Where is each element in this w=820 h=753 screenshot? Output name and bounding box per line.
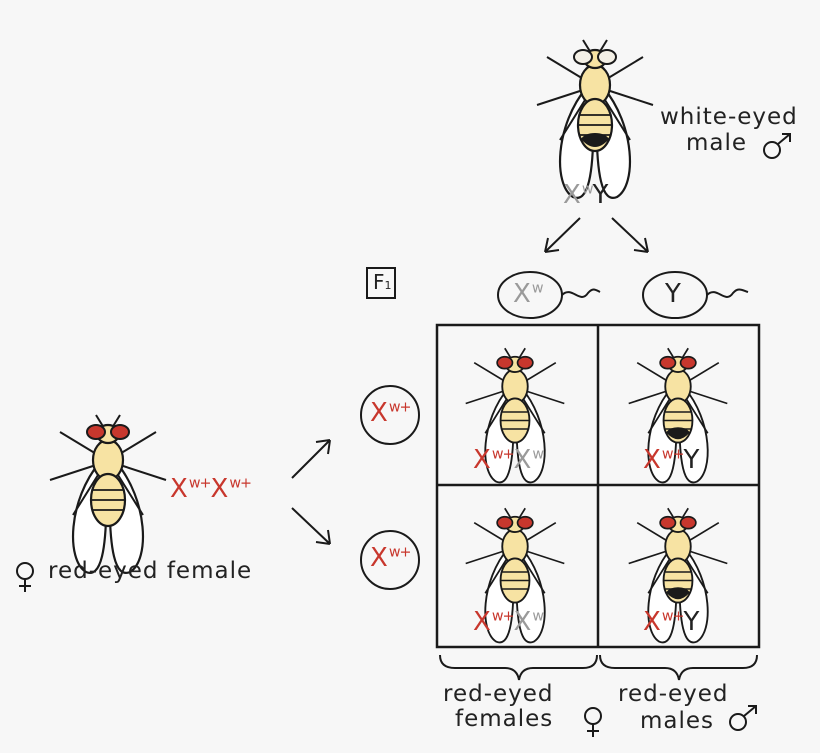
arrow-to-y-sperm xyxy=(611,217,649,253)
offspring-fly-male-1 xyxy=(627,347,729,484)
grid-r2c2-genotype: Xw+Y xyxy=(643,607,701,637)
females-label-line2: females xyxy=(455,706,554,732)
male-label-line1: white-eyed xyxy=(660,104,798,130)
males-label-line2: males xyxy=(640,708,715,734)
grid-r1c2-genotype: Xw+Y xyxy=(643,445,701,475)
males-label-line1: red-eyed xyxy=(618,681,729,707)
arrow-to-xw-sperm xyxy=(544,217,581,253)
sperm-y-label: Y xyxy=(665,279,682,309)
female-genotype: Xw+Xw+ xyxy=(170,474,252,504)
egg-2-label: Xw+ xyxy=(370,543,411,573)
red-eyed-female-fly xyxy=(48,413,168,575)
sperm-tail xyxy=(706,288,749,298)
offspring-fly-female-1 xyxy=(464,347,566,484)
generation-box xyxy=(366,267,396,299)
grid-r2c1-genotype: Xw+Xw xyxy=(473,607,544,637)
female-symbol-icon xyxy=(16,562,34,592)
arrow-to-egg-1 xyxy=(291,439,331,479)
sperm-xw-label: Xw xyxy=(513,279,543,309)
offspring-fly-female-2 xyxy=(464,507,566,644)
male-label-line2: male xyxy=(686,130,748,156)
white-eyed-male-fly xyxy=(535,38,655,200)
female-label: red-eyed female xyxy=(48,558,253,584)
arrow-to-egg-2 xyxy=(291,507,331,545)
females-label-line1: red-eyed xyxy=(443,681,554,707)
egg-2 xyxy=(360,530,420,590)
male-symbol-icon xyxy=(729,705,757,731)
grid-r1c1-genotype: Xw+Xw xyxy=(473,445,544,475)
female-symbol-icon xyxy=(584,707,602,737)
sperm-tail xyxy=(561,288,601,298)
males-brace xyxy=(599,654,758,681)
male-symbol-icon xyxy=(763,133,791,159)
male-genotype: XwY xyxy=(563,180,610,210)
offspring-fly-male-2 xyxy=(627,507,729,644)
egg-1 xyxy=(360,385,420,445)
females-brace xyxy=(439,654,598,681)
generation-label: F1 xyxy=(373,270,392,294)
egg-1-label: Xw+ xyxy=(370,398,411,428)
